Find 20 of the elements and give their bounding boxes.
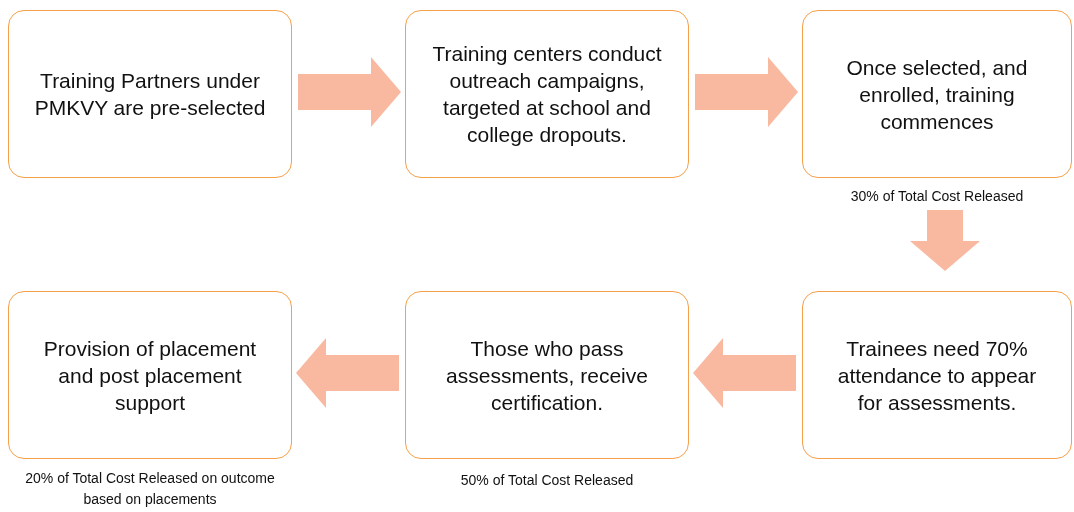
- block-arrow: [693, 338, 796, 408]
- step-text: Training Partners under PMKVY are pre-selected: [33, 68, 267, 121]
- block-arrow: [695, 57, 798, 127]
- cost-note: 30% of Total Cost Released: [849, 187, 1025, 206]
- block-arrow: [298, 57, 401, 127]
- block-arrow: [296, 338, 399, 408]
- cost-note: 50% of Total Cost Released: [459, 471, 635, 490]
- step-text: Provision of placement and post placement support: [42, 335, 258, 416]
- cost-note: 20% of Total Cost Released on outcome based on placements: [24, 469, 276, 509]
- block-arrow: [910, 210, 980, 271]
- process-box: [8, 291, 292, 459]
- process-box: [405, 10, 689, 178]
- step-text: Those who pass assessments, receive certification.: [445, 335, 649, 416]
- process-box: [405, 291, 689, 459]
- process-box: [802, 10, 1072, 178]
- step-text: Once selected, and enrolled, training commences: [845, 54, 1029, 135]
- process-box: [8, 10, 292, 178]
- step-text: Training centers conduct outreach campaigns, targeted at school and college dropouts.: [431, 41, 663, 148]
- step-text: Trainees need 70% attendance to appear for assessments.: [836, 335, 1038, 416]
- process-box: [802, 291, 1072, 459]
